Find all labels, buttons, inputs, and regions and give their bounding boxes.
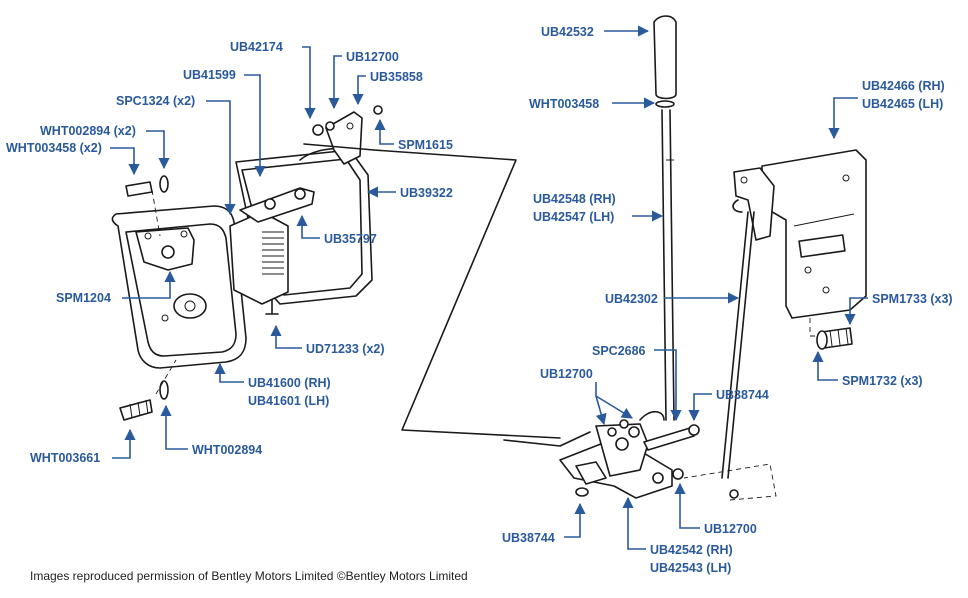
label-ub35797: UB35797 <box>324 232 377 246</box>
label-ub42532: UB42532 <box>541 25 594 39</box>
part-labels: UB42174 UB12700 UB35858 UB41599 SPC1324 … <box>6 25 953 575</box>
copyright-credit: Images reproduced permission of Bentley … <box>30 569 468 583</box>
label-wht002894-x2: WHT002894 (x2) <box>40 124 136 138</box>
label-wht002894: WHT002894 <box>192 443 262 457</box>
label-ub39322: UB39322 <box>400 186 453 200</box>
label-spc1324: SPC1324 (x2) <box>116 94 195 108</box>
label-ub38744-right: UB38744 <box>716 388 769 402</box>
label-ub42547: UB42547 (LH) <box>533 210 614 224</box>
label-spm1615: SPM1615 <box>398 138 453 152</box>
label-ub41599: UB41599 <box>183 68 236 82</box>
label-wht003458: WHT003458 <box>529 97 599 111</box>
leader-lines <box>110 25 868 550</box>
label-ub42466: UB42466 (RH) <box>862 79 945 93</box>
label-wht003458-x2: WHT003458 (x2) <box>6 141 102 155</box>
label-ub42174: UB42174 <box>230 40 283 54</box>
label-spc2686: SPC2686 <box>592 344 646 358</box>
label-ub42302: UB42302 <box>605 292 658 306</box>
label-spm1732: SPM1732 (x3) <box>842 374 923 388</box>
label-spm1733: SPM1733 (x3) <box>872 292 953 306</box>
label-ub12700-low: UB12700 <box>704 522 757 536</box>
label-ub12700-mid: UB12700 <box>540 367 593 381</box>
label-ub42542: UB42542 (RH) <box>650 543 733 557</box>
label-ub42548: UB42548 (RH) <box>533 192 616 206</box>
label-spm1204: SPM1204 <box>56 291 111 305</box>
label-ub38744-left: UB38744 <box>502 531 555 545</box>
label-ub41601: UB41601 (LH) <box>248 394 329 408</box>
door-handle-housing-assembly <box>111 105 383 421</box>
label-wht003661: WHT003661 <box>30 451 100 465</box>
label-ub42543: UB42543 (LH) <box>650 561 731 575</box>
label-ub12700-top: UB12700 <box>346 50 399 64</box>
connecting-rod <box>373 149 561 439</box>
label-ub42465: UB42465 (LH) <box>862 97 943 111</box>
label-ub35858: UB35858 <box>370 70 423 84</box>
label-ud71233: UD71233 (x2) <box>306 342 385 356</box>
interior-handle-lever-assembly <box>503 15 867 501</box>
label-ub41600: UB41600 (RH) <box>248 376 331 390</box>
